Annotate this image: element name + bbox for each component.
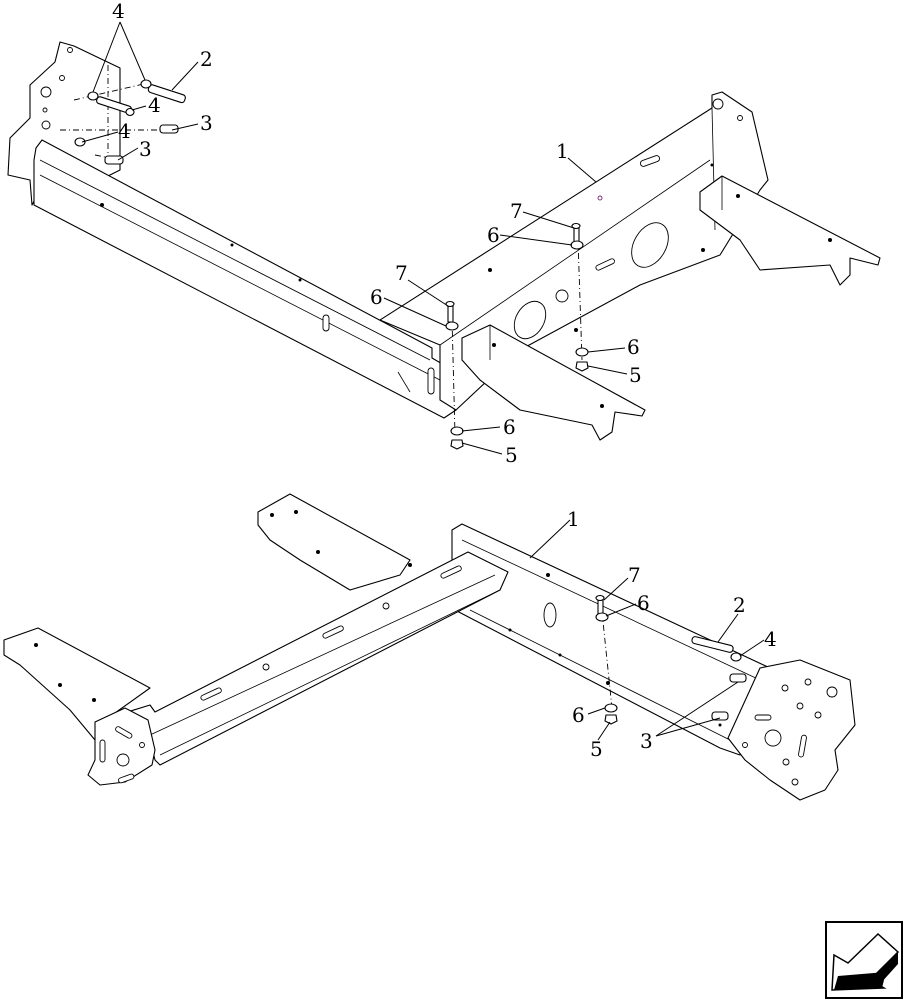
top-frame-assembly (7, 41, 881, 450)
callout-top-5b: 5 (505, 443, 518, 467)
callout-top-6d: 6 (503, 415, 516, 439)
callout-top-4b: 4 (148, 93, 161, 117)
top-leaders (81, 21, 628, 455)
bottom-right-mount-plate (727, 659, 856, 801)
callout-top-6c: 6 (627, 335, 640, 359)
callout-bot-5: 5 (590, 737, 603, 761)
callout-bot-2: 2 (733, 593, 746, 617)
bottom-left-end-plate (87, 707, 156, 786)
bottom-long-beam (107, 551, 509, 766)
callout-top-3b: 3 (139, 137, 152, 161)
callout-bot-6b: 6 (572, 703, 585, 727)
top-left-hardware (60, 65, 186, 165)
callout-top-4a: 4 (112, 0, 125, 23)
callout-bot-3: 3 (640, 729, 653, 753)
callout-top-7a: 7 (510, 199, 523, 223)
bottom-rear-support-arm (257, 493, 411, 591)
callout-bot-4: 4 (764, 627, 777, 651)
callout-top-2: 2 (200, 47, 213, 71)
callout-top-7b: 7 (395, 261, 408, 285)
callout-top-6b: 6 (370, 285, 383, 309)
previous-page-arrow-icon[interactable] (825, 921, 903, 999)
bottom-frame-assembly (3, 493, 856, 801)
callout-top-4c: 4 (118, 119, 131, 143)
callout-bot-6a: 6 (637, 591, 650, 615)
callout-top-6a: 6 (487, 223, 500, 247)
callout-bot-7: 7 (628, 563, 641, 587)
callout-top-5a: 5 (629, 363, 642, 387)
top-right-support-arm (699, 175, 881, 286)
callout-top-3a: 3 (200, 111, 213, 135)
top-long-beam (33, 139, 457, 419)
bottom-hardware (595, 594, 747, 725)
callout-bot-1: 1 (567, 507, 580, 531)
callout-top-1: 1 (556, 139, 569, 163)
bottom-leaders (529, 519, 765, 741)
top-front-support-arm (461, 324, 646, 441)
